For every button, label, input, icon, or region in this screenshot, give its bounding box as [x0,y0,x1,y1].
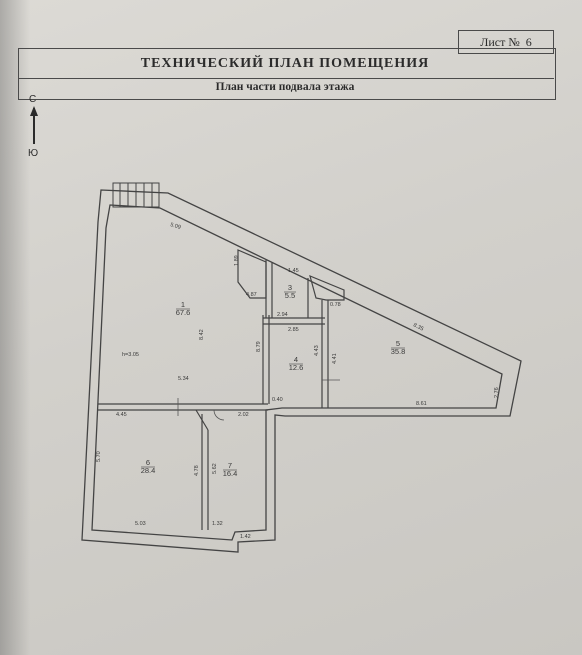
room-7-number: 7 [228,461,232,470]
header-frame [18,48,556,100]
dim-5-70: 5.70 [96,451,102,462]
dim-4-41: 4.41 [332,353,338,364]
dim-5-09: 5.09 [169,222,181,231]
door-swings [177,379,340,421]
dim-5-62: 5.62 [212,463,218,474]
sheet-label: Лист № [480,34,520,49]
dim-1-32: 1.32 [212,521,223,527]
room-1-area: 67.6 [176,308,191,317]
dim-8-42: 8.42 [199,329,205,340]
dim-5-34: 5.34 [178,376,189,382]
room-6-area: 28.4 [141,466,156,475]
dim-2-94: 2.94 [277,312,288,318]
dim-1-89: 1.89 [234,255,240,266]
interior-walls [98,249,345,530]
dim-2-85: 2.85 [288,327,299,333]
dim-1-45: 1.45 [288,268,299,274]
header-divider [18,78,554,79]
paper-edge-shadow [0,0,30,655]
dim-2-76: 2.76 [494,387,500,398]
room-4-number: 4 [294,355,298,364]
dim-0-40: 0.40 [272,397,283,403]
compass-arrow-icon [30,106,38,144]
dim-8-79: 8.79 [256,341,262,352]
compass-north-label: С [29,94,37,105]
room-7-area: 16.4 [223,469,238,478]
room-4-area: 12.6 [289,363,304,372]
dim-0-78: 0.78 [330,302,341,308]
room-1-number: 1 [181,300,185,309]
dim-8-35: 8.35 [412,322,424,332]
room-3-area: 5.5 [285,291,295,300]
room-labels: 1 67.6 3 5.5 4 12.6 5 35.8 6 28.4 7 16.4 [141,283,406,478]
dim-4-87: 4.87 [246,292,257,298]
compass-south-label: Ю [28,148,39,159]
compass: С Ю [20,92,50,172]
sheet-number-box: Лист № 6 [458,30,554,54]
room-6-number: 6 [146,458,150,467]
sheet-number: 6 [525,34,532,49]
dim-4-78: 4.78 [194,465,200,476]
dim-height: h=3.05 [122,352,139,358]
dim-4-43: 4.43 [314,345,320,356]
document-title: ТЕХНИЧЕСКИЙ ПЛАН ПОМЕЩЕНИЯ [140,56,430,71]
dim-4-45: 4.45 [116,412,127,418]
stair-block [112,182,160,208]
dimension-labels: 5.09 8.42 5.34 h=3.05 4.45 2.02 5.70 4.7… [96,222,500,540]
dim-2-02: 2.02 [238,412,249,418]
dim-5-03: 5.03 [135,521,146,527]
room-3-number: 3 [288,283,292,292]
room-5-number: 5 [396,339,400,348]
dim-1-42: 1.42 [240,534,251,540]
outer-wall [81,189,522,553]
document-subtitle: План части подвала этажа [215,81,355,93]
room-5-area: 35.8 [391,347,406,356]
dim-8-61: 8.61 [416,401,427,407]
